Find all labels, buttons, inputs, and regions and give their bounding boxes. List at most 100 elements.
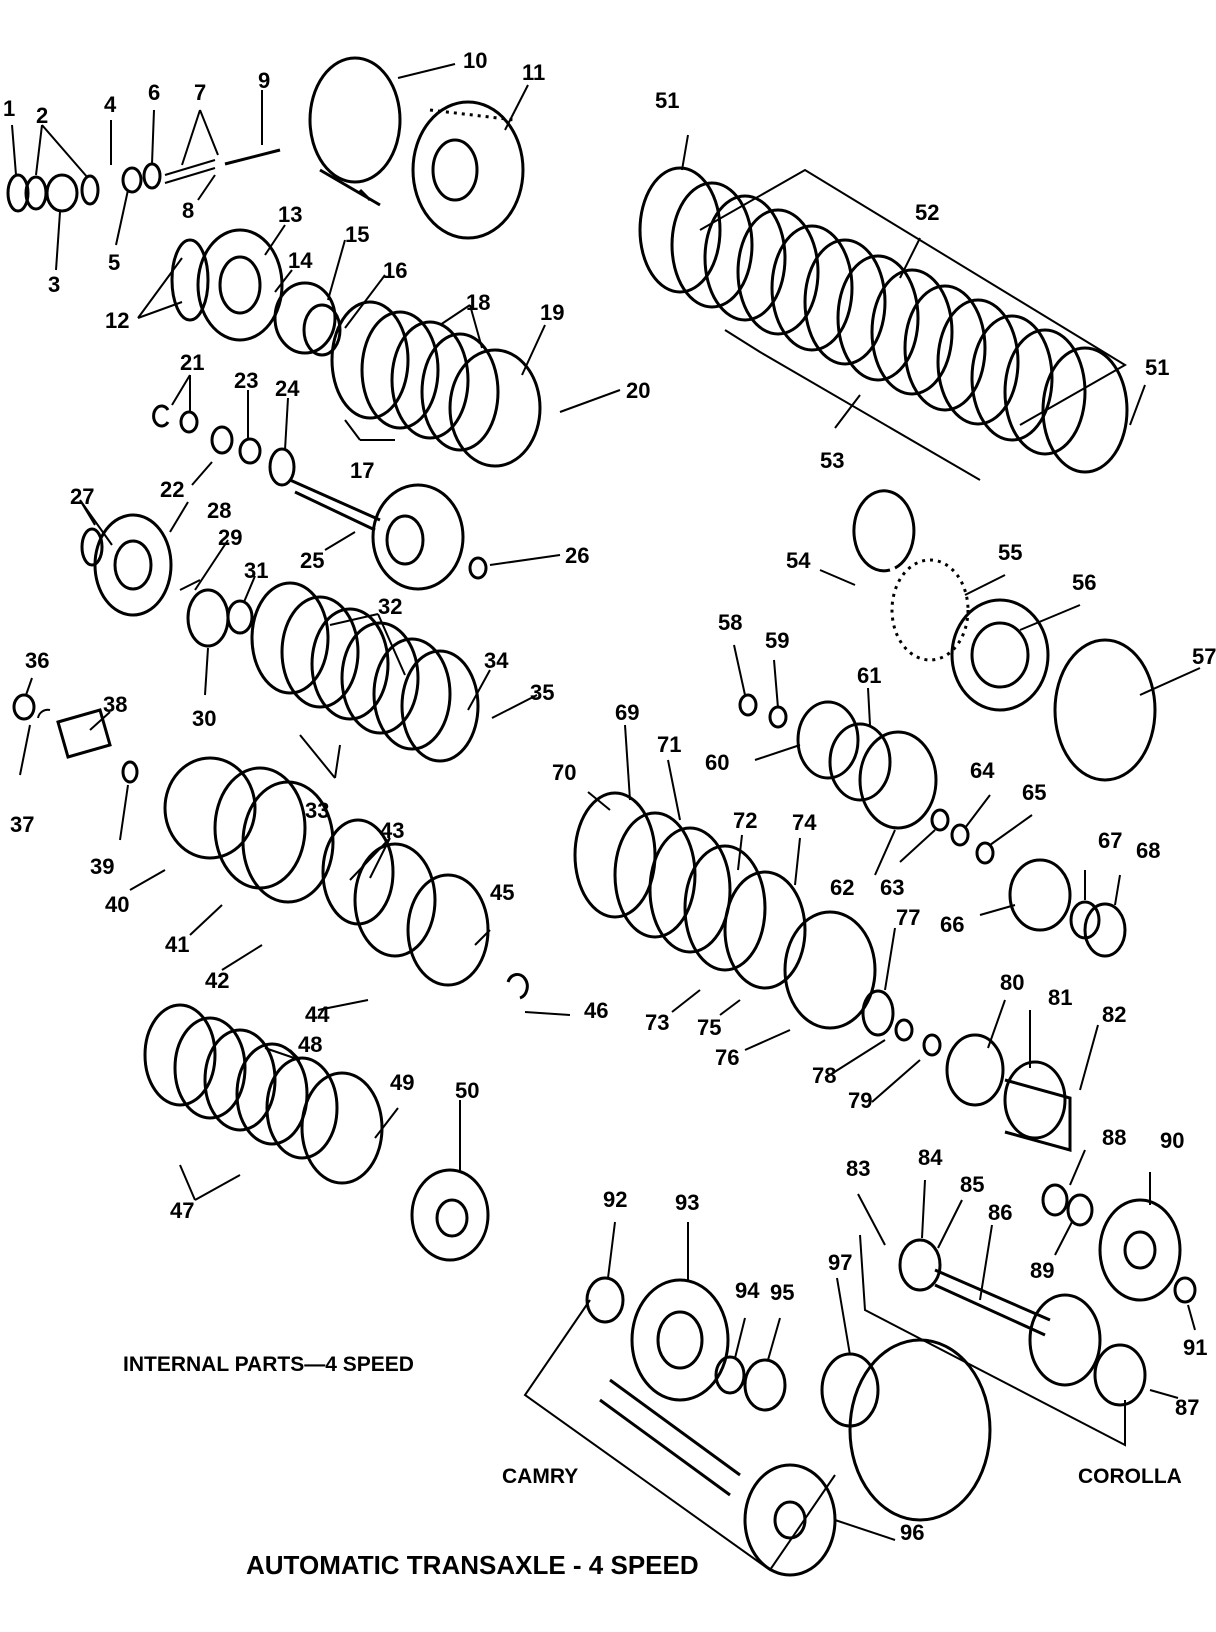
label-52: 52 — [915, 200, 939, 225]
label-84: 84 — [918, 1145, 943, 1170]
label-66: 66 — [940, 912, 964, 937]
clutch-pack-17-20 — [330, 300, 542, 468]
label-67: 67 — [1098, 828, 1122, 853]
label-7: 7 — [194, 80, 206, 105]
label-72: 72 — [733, 808, 757, 833]
label-71: 71 — [657, 732, 681, 757]
label-75: 75 — [697, 1015, 721, 1040]
label-74: 74 — [792, 810, 817, 835]
label-17: 17 — [350, 458, 374, 483]
label-68: 68 — [1136, 838, 1160, 863]
label-34: 34 — [484, 648, 509, 673]
label-83: 83 — [846, 1156, 870, 1181]
label-43: 43 — [380, 818, 404, 843]
label-29: 29 — [218, 525, 242, 550]
label-86: 86 — [988, 1200, 1012, 1225]
label-90: 90 — [1160, 1128, 1184, 1153]
label-15: 15 — [345, 222, 369, 247]
label-41: 41 — [165, 932, 189, 957]
label-18: 18 — [466, 290, 490, 315]
label-61: 61 — [857, 663, 881, 688]
clutch-pack-47-49 — [143, 1003, 384, 1185]
label-9: 9 — [258, 68, 270, 93]
label-82: 82 — [1102, 1002, 1126, 1027]
label-45: 45 — [490, 880, 514, 905]
label-13: 13 — [278, 202, 302, 227]
label-95: 95 — [770, 1280, 794, 1305]
label-85: 85 — [960, 1172, 984, 1197]
label-10: 10 — [463, 48, 487, 73]
label-93: 93 — [675, 1190, 699, 1215]
label-81: 81 — [1048, 985, 1072, 1010]
label-70: 70 — [552, 760, 576, 785]
label-44: 44 — [305, 1002, 330, 1027]
label-12: 12 — [105, 308, 129, 333]
label-56: 56 — [1072, 570, 1096, 595]
label-55: 55 — [998, 540, 1022, 565]
clutch-pack-51-53 — [638, 166, 1129, 481]
part-number-labels: 1 2 3 4 5 6 7 8 9 10 11 12 13 14 15 16 1… — [3, 48, 1216, 1545]
label-6: 6 — [148, 80, 160, 105]
label-26: 26 — [565, 543, 589, 568]
label-58: 58 — [718, 610, 742, 635]
caption-corolla: COROLLA — [1078, 1465, 1182, 1488]
label-48: 48 — [298, 1032, 322, 1057]
label-4: 4 — [104, 92, 117, 117]
label-5: 5 — [108, 250, 120, 275]
leader-lines — [11, 63, 1201, 1541]
caption-camry: CAMRY — [502, 1465, 578, 1488]
label-36: 36 — [25, 648, 49, 673]
label-21: 21 — [180, 350, 204, 375]
label-28: 28 — [207, 498, 231, 523]
label-77: 77 — [896, 905, 920, 930]
label-76: 76 — [715, 1045, 739, 1070]
label-53: 53 — [820, 448, 844, 473]
label-2: 2 — [36, 103, 48, 128]
label-87: 87 — [1175, 1395, 1199, 1420]
label-37: 37 — [10, 812, 34, 837]
label-65: 65 — [1022, 780, 1046, 805]
label-51-top: 51 — [655, 88, 679, 113]
label-23: 23 — [234, 368, 258, 393]
label-46: 46 — [584, 998, 608, 1023]
label-63: 63 — [880, 875, 904, 900]
caption-internal-parts: INTERNAL PARTS—4 SPEED — [123, 1353, 414, 1376]
label-22: 22 — [160, 477, 184, 502]
label-8: 8 — [182, 198, 194, 223]
label-69: 69 — [615, 700, 639, 725]
label-25: 25 — [300, 548, 324, 573]
label-62: 62 — [830, 875, 854, 900]
label-1: 1 — [3, 96, 15, 121]
label-92: 92 — [603, 1187, 627, 1212]
label-57: 57 — [1192, 644, 1216, 669]
label-64: 64 — [970, 758, 995, 783]
label-38: 38 — [103, 692, 127, 717]
label-73: 73 — [645, 1010, 669, 1035]
diagram-title: AUTOMATIC TRANSAXLE - 4 SPEED — [246, 1550, 699, 1580]
label-11: 11 — [522, 60, 545, 85]
label-42: 42 — [205, 968, 229, 993]
label-20: 20 — [626, 378, 650, 403]
label-3: 3 — [48, 272, 60, 297]
label-27: 27 — [70, 484, 94, 509]
label-60: 60 — [705, 750, 729, 775]
label-78: 78 — [812, 1063, 836, 1088]
label-89: 89 — [1030, 1258, 1054, 1283]
label-16: 16 — [383, 258, 407, 283]
label-24: 24 — [275, 376, 300, 401]
label-50: 50 — [455, 1078, 479, 1103]
label-49: 49 — [390, 1070, 414, 1095]
label-40: 40 — [105, 892, 129, 917]
label-51-right: 51 — [1145, 355, 1169, 380]
label-94: 94 — [735, 1278, 760, 1303]
label-35: 35 — [530, 680, 554, 705]
label-59: 59 — [765, 628, 789, 653]
clutch-pack-32-35 — [250, 581, 480, 763]
label-33: 33 — [305, 798, 329, 823]
label-80: 80 — [1000, 970, 1024, 995]
label-31: 31 — [244, 558, 268, 583]
label-88: 88 — [1102, 1125, 1126, 1150]
label-39: 39 — [90, 854, 114, 879]
label-91: 91 — [1183, 1335, 1207, 1360]
